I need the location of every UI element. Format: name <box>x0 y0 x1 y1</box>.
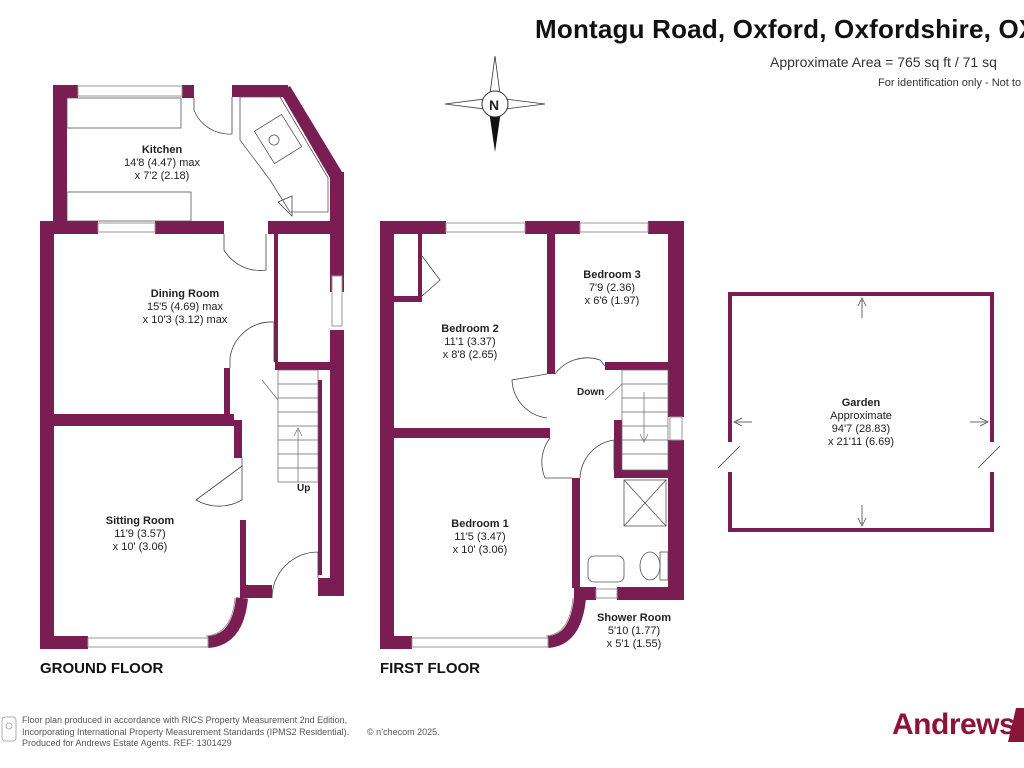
door-swing <box>223 234 267 271</box>
ground-wall <box>234 420 242 458</box>
window <box>411 637 549 648</box>
brand-logo-icon <box>1008 708 1024 742</box>
rics-logo-icon <box>1 716 17 742</box>
ground-wall <box>240 585 272 598</box>
identification-note: For identification only - Not to sc <box>878 77 1024 89</box>
ground-wall <box>275 362 330 370</box>
ground-floor-label: GROUND FLOOR <box>40 660 164 677</box>
ground-wall <box>155 221 224 234</box>
compass-label: N <box>489 97 500 113</box>
first-wall <box>547 234 555 374</box>
first-wall <box>380 636 412 649</box>
first-wall <box>617 587 684 600</box>
first-wall <box>525 221 580 234</box>
door-swing <box>579 439 615 479</box>
window <box>97 222 156 233</box>
window <box>77 85 183 97</box>
kitchen-wall <box>280 86 342 178</box>
window <box>579 222 649 233</box>
ground-wall <box>318 380 322 575</box>
door-swing <box>421 255 441 297</box>
approximate-area: Approximate Area = 765 sq ft / 71 sq <box>770 54 997 70</box>
kitchen-counter <box>66 97 182 129</box>
washbasin-icon <box>587 555 625 583</box>
room-label-dining: Dining Room 15'5 (4.69) max x 10'3 (3.12… <box>142 288 228 326</box>
ground-wall <box>274 234 278 362</box>
first-floor-label: FIRST FLOOR <box>380 660 480 677</box>
door-swing <box>541 437 572 479</box>
ground-wall <box>330 330 344 596</box>
kitchen-wall <box>53 85 67 221</box>
bay-window <box>547 597 586 648</box>
kitchen-wall <box>232 85 288 97</box>
door-swing <box>193 97 233 135</box>
door-swing <box>554 357 606 375</box>
first-wall <box>394 296 422 302</box>
room-label-bedroom-1: Bedroom 1 11'5 (3.47) x 10' (3.06) <box>451 518 509 556</box>
kitchen-counter <box>239 96 329 213</box>
ground-wall <box>268 221 344 234</box>
stairs-up-label: Up <box>297 483 311 494</box>
ground-wall <box>40 221 54 649</box>
first-wall <box>380 221 394 649</box>
page-title: Montagu Road, Oxford, Oxfordshire, OX <box>535 14 1024 44</box>
first-wall <box>668 440 684 600</box>
sink-icon <box>268 134 280 146</box>
first-wall <box>380 221 446 234</box>
ground-wall <box>318 578 344 596</box>
door-swing <box>195 458 243 507</box>
first-wall <box>614 470 672 478</box>
room-label-sitting: Sitting Room 11'9 (3.57) x 10' (3.06) <box>105 515 175 553</box>
window <box>669 416 683 441</box>
ground-wall <box>224 368 230 426</box>
window <box>445 222 526 233</box>
room-label-garden: Garden Approximate 94'7 (28.83) x 21'11 … <box>827 397 895 448</box>
footer-disclaimer: Floor plan produced in accordance with R… <box>22 715 440 748</box>
first-wall <box>614 420 622 478</box>
window <box>87 637 209 648</box>
first-wall <box>574 587 596 600</box>
first-wall <box>418 234 422 302</box>
garden-boundary <box>728 292 994 532</box>
room-label-kitchen: Kitchen 14'8 (4.47) max x 7'2 (2.18) <box>123 144 201 182</box>
first-wall <box>572 478 580 588</box>
stairs <box>621 369 669 471</box>
sink-icon <box>253 113 303 165</box>
room-label-bedroom-3: Bedroom 3 7'9 (2.36) x 6'6 (1.97) <box>583 269 641 307</box>
ground-wall <box>40 636 88 649</box>
door-swing <box>271 551 319 599</box>
shower-tray <box>623 479 667 527</box>
door-swing <box>511 373 548 419</box>
ground-wall <box>54 414 234 426</box>
kitchen-counter <box>66 191 192 222</box>
room-label-shower: Shower Room 5'10 (1.77) x 5'1 (1.55) <box>597 612 671 650</box>
ground-wall <box>240 520 246 598</box>
nichecom-credit: © n’checom 2025. <box>367 726 440 737</box>
bay-window <box>207 597 248 648</box>
first-wall <box>605 362 668 370</box>
compass-icon <box>444 55 546 152</box>
first-wall <box>668 221 684 417</box>
stairs-down-label: Down <box>577 387 605 398</box>
door-swing <box>229 321 275 368</box>
ground-wall <box>40 221 98 234</box>
kitchen-wall <box>182 85 194 98</box>
brand-logo: Andrews <box>892 708 1016 741</box>
kitchen-wall <box>53 85 78 98</box>
first-wall <box>394 428 550 438</box>
window <box>331 275 343 327</box>
toilet-icon <box>639 551 661 581</box>
door-swing <box>277 195 293 217</box>
room-label-bedroom-2: Bedroom 2 11'1 (3.37) x 8'8 (2.65) <box>441 323 499 361</box>
window <box>595 588 618 599</box>
